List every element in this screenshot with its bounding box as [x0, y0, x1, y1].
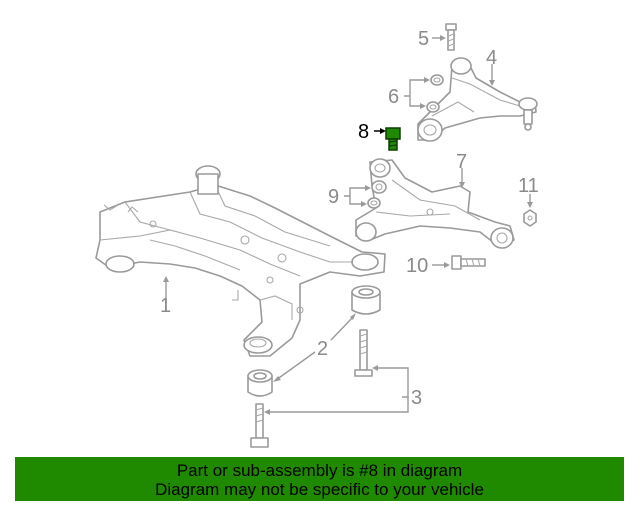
- part-info-banner: Part or sub-assembly is #8 in diagram Di…: [15, 457, 624, 501]
- banner-line-1: Part or sub-assembly is #8 in diagram: [176, 461, 463, 480]
- callout-5: 5: [418, 28, 429, 50]
- lower-arm-bushing-pair: [367, 180, 387, 209]
- subframe-bushing-upper: [351, 285, 381, 315]
- subframe-bolt-upper: [354, 329, 373, 377]
- lower-arm-bolt: [451, 255, 486, 270]
- subframe-bushing-lower: [247, 369, 273, 397]
- subframe-bolt-lower: [250, 403, 269, 448]
- callout-11: 11: [518, 175, 539, 197]
- lower-control-arm: [355, 158, 515, 249]
- parts-diagram: 1 2 3 4 5 6 7 8 9 10 11: [95, 23, 539, 448]
- leader-lines: [163, 35, 533, 415]
- banner-line-2: Diagram may not be specific to your vehi…: [155, 480, 484, 499]
- arm-bolt: [445, 23, 457, 51]
- callout-3: 3: [411, 387, 422, 409]
- upper-control-arm: [417, 57, 538, 142]
- callout-8: 8: [358, 121, 369, 143]
- callout-10: 10: [406, 255, 428, 277]
- callout-7: 7: [456, 151, 467, 173]
- callout-6: 6: [388, 86, 399, 108]
- callout-2: 2: [317, 338, 328, 360]
- callout-9: 9: [328, 186, 339, 208]
- nut: [523, 209, 537, 227]
- arm-bushing-pair: [426, 74, 444, 113]
- highlighted-part-8: [385, 127, 401, 151]
- callout-4: 4: [486, 47, 497, 69]
- subframe-crossmember: [95, 165, 386, 357]
- callout-1: 1: [160, 295, 171, 317]
